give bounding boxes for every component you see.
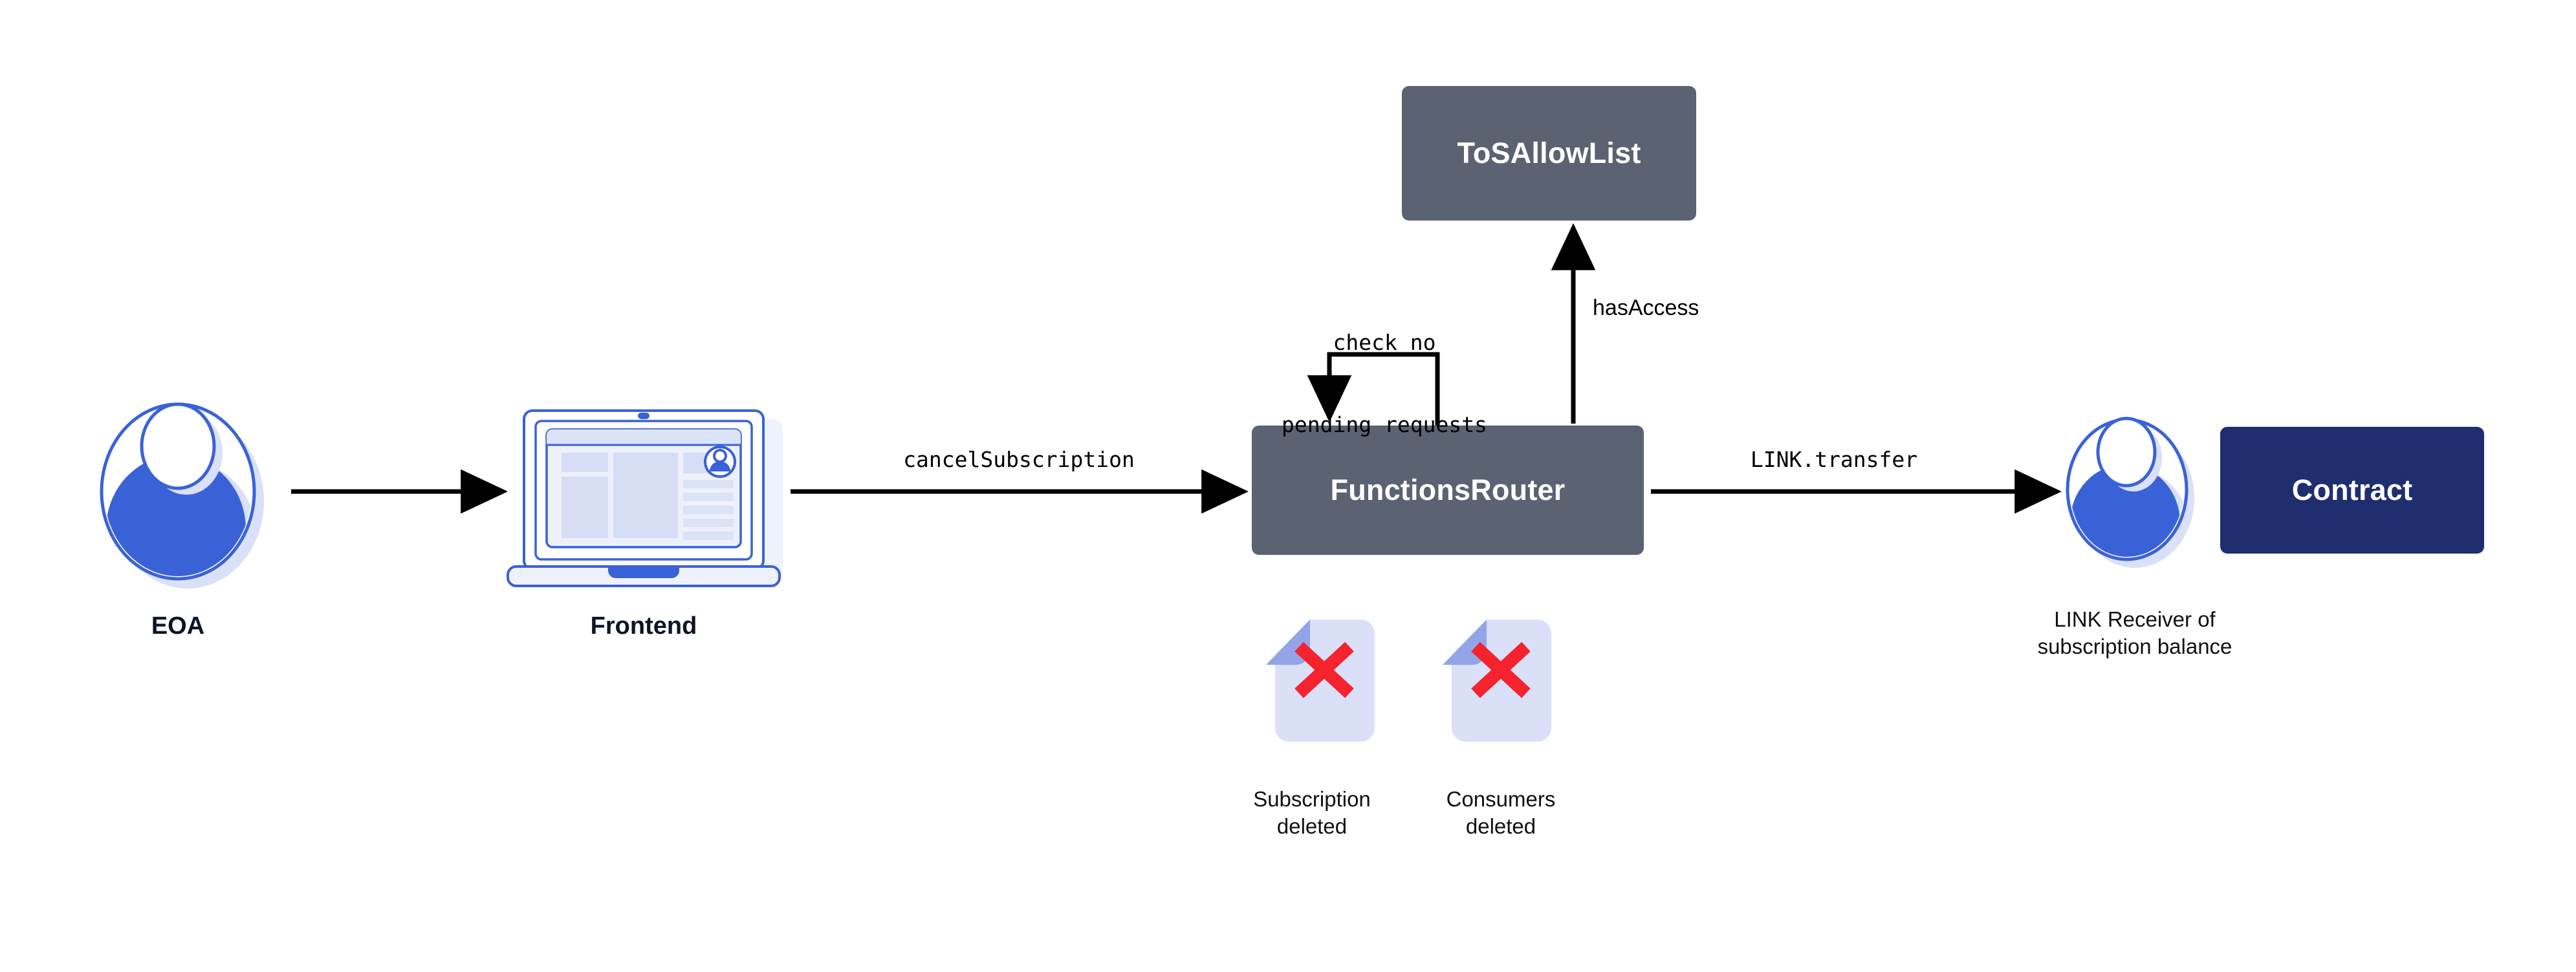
contract-box	[2220, 427, 2484, 554]
contract-label: Contract	[2291, 473, 2413, 506]
consumers-deleted-line1: Consumers	[1446, 787, 1556, 811]
functionsrouter-box	[1252, 426, 1644, 555]
link-receiver-caption-line1: LINK Receiver of	[2054, 607, 2216, 631]
consumers-deleted-caption: Consumers deleted	[1423, 786, 1578, 840]
edge-label-check-no-pending-requests: check no pending requests	[1229, 275, 1540, 493]
tosallowlist-box	[1402, 86, 1696, 221]
functionsrouter-label: FunctionsRouter	[1330, 473, 1566, 506]
edge-label-link-transfer: LINK.transfer	[1750, 447, 1918, 472]
link-receiver-caption-line2: subscription balance	[2037, 634, 2232, 659]
consumers-deleted-document-icon	[1443, 620, 1551, 742]
eoa-caption: EOA	[151, 612, 205, 640]
frontend-laptop-icon	[507, 409, 783, 587]
subscription-deleted-line2: deleted	[1276, 814, 1348, 839]
edge-router-self-loop	[1307, 352, 1440, 426]
frontend-caption: Frontend	[590, 612, 697, 640]
consumers-deleted-line2: deleted	[1465, 814, 1536, 839]
subscription-deleted-caption: Subscription deleted	[1234, 786, 1390, 840]
subscription-deleted-document-icon	[1266, 620, 1375, 742]
subscription-deleted-line1: Subscription	[1253, 787, 1371, 811]
edge-label-cancel-subscription: cancelSubscription	[903, 447, 1135, 472]
eoa-avatar-icon	[100, 402, 264, 589]
edge-label-line1: check no	[1333, 330, 1436, 356]
link-receiver-caption: LINK Receiver of subscription balance	[2018, 606, 2251, 660]
tosallowlist-label: ToSAllowList	[1457, 136, 1641, 169]
link-receiver-avatar-icon	[2066, 416, 2194, 568]
edge-label-line2: pending requests	[1282, 412, 1487, 438]
edge-label-has-access: hasAccess	[1593, 296, 1699, 320]
